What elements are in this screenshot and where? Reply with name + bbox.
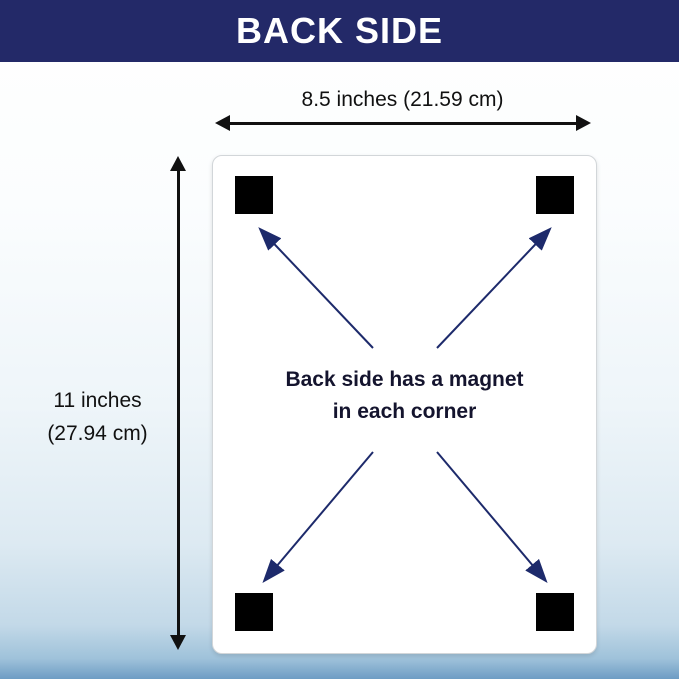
arrow-head-right-icon <box>576 115 591 131</box>
banner-title: BACK SIDE <box>235 10 444 51</box>
arrow-head-down-icon <box>170 635 186 650</box>
width-dimension-arrow <box>215 115 591 131</box>
height-dimension-arrow <box>170 156 186 650</box>
height-dimension-label: 11 inches (27.94 cm) <box>30 385 165 450</box>
arrow-to-top-right-magnet <box>436 227 552 349</box>
magnet-bottom-left <box>235 593 273 631</box>
arrow-to-bottom-left-magnet <box>262 451 374 584</box>
magnet-note-line2: in each corner <box>332 399 477 423</box>
magnet-top-left <box>235 176 273 214</box>
arrow-to-top-left-magnet <box>258 227 374 349</box>
width-dimension-label: 8.5 inches (21.59 cm) <box>301 88 504 111</box>
height-label-line1: 11 inches <box>53 389 142 412</box>
magnet-top-right <box>536 176 574 214</box>
arrow-head-left-icon <box>215 115 230 131</box>
board-back-side: Back side has a magnet in each corner <box>212 155 597 654</box>
magnet-note: Back side has a magnet in each corner <box>213 364 596 427</box>
corner-arrows <box>258 227 552 584</box>
magnet-note-line1: Back side has a magnet <box>285 368 524 391</box>
width-arrow-line <box>227 121 579 125</box>
back-side-banner: BACK SIDE <box>0 0 679 62</box>
arrow-head-up-icon <box>170 156 186 171</box>
height-label-line2: (27.94 cm) <box>47 421 148 445</box>
height-arrow-line <box>176 168 180 638</box>
magnet-bottom-right <box>536 593 574 631</box>
arrow-to-bottom-right-magnet <box>436 451 548 584</box>
